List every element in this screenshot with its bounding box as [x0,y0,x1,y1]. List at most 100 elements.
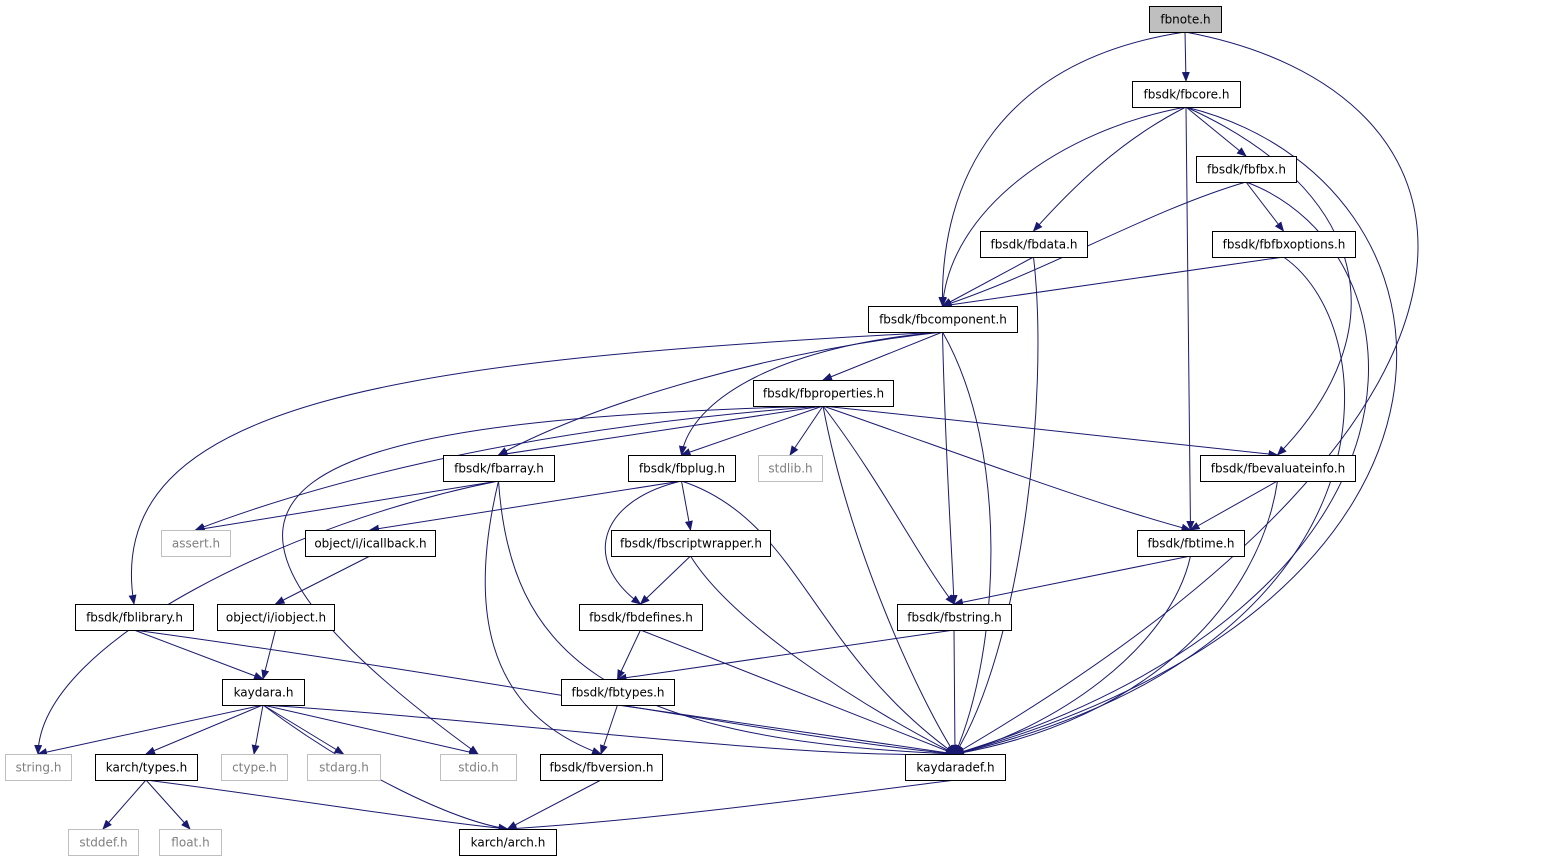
edge-fbproperties-to-stdlib [789,405,824,456]
node-fbfbxoptions[interactable]: fbsdk/fbfbxoptions.h [1212,231,1356,258]
edge-fbversion-to-karcharch [506,779,602,830]
node-label: karch/arch.h [471,836,546,850]
edge-fbproperties-to-fbevaluateinfo [822,405,1279,459]
edge-fbnote-to-kaydaradef [954,31,1419,755]
node-fbtime[interactable]: fbsdk/fbtime.h [1137,530,1245,557]
node-box [980,231,1088,258]
edge-fbcomponent-to-fbplug [678,331,943,456]
node-box [1137,530,1245,557]
node-fbversion[interactable]: fbsdk/fbversion.h [540,754,663,781]
node-fbdata[interactable]: fbsdk/fbdata.h [980,231,1088,258]
edge-fbcomponent-to-fblibrary [128,331,943,605]
node-label: object/i/icallback.h [314,537,426,551]
node-karchtypes[interactable]: karch/types.h [95,754,198,781]
edge-fbdata-to-fbcomponent [941,256,1034,307]
edge-fbcore-to-fbfbx [1185,106,1247,157]
edge-kaydaradef-to-karcharch [506,779,956,833]
node-label: kaydaradef.h [916,761,994,775]
node-stdlib: stdlib.h [758,455,823,482]
node-fbcomponent[interactable]: fbsdk/fbcomponent.h [868,306,1018,333]
edge-fbevaluateinfo-to-kaydaradef [954,480,1278,757]
node-stdio: stdio.h [440,754,517,781]
edge-fbplug-to-fbdefines [604,480,682,605]
node-float: float.h [159,829,222,856]
edge-fbtypes-to-kaydaradef [617,704,956,757]
edge-kaydara-to-kaydaradef [262,704,956,759]
node-kaydara[interactable]: kaydara.h [222,679,305,706]
edge-fbproperties-to-fbplug [680,405,824,456]
node-box [1132,81,1241,108]
node-label: assert.h [172,537,220,551]
node-fbscriptwrapper[interactable]: fbsdk/fbscriptwrapper.h [611,530,771,557]
edge-fbplug-to-fbscriptwrapper [681,480,693,531]
edge-kaydara-to-karcharch [262,704,509,832]
node-label: fbsdk/fbfbx.h [1207,163,1286,177]
edge-fbproperties-to-kaydaradef [822,405,956,755]
node-fbproperties[interactable]: fbsdk/fbproperties.h [753,380,894,407]
node-box [217,604,335,631]
node-box [443,455,555,482]
node-fbnote[interactable]: fbnote.h [1149,6,1222,33]
edge-iobject-to-kaydara [261,629,276,680]
node-label: stdlib.h [768,462,812,476]
node-label: fbsdk/fbcore.h [1144,88,1230,102]
node-fbfbx[interactable]: fbsdk/fbfbx.h [1196,156,1297,183]
node-fbcore[interactable]: fbsdk/fbcore.h [1132,81,1241,108]
node-label: stdarg.h [319,761,369,775]
node-box [459,829,557,856]
node-kaydaradef[interactable]: kaydaradef.h [905,754,1006,781]
edge-fbstring-to-kaydaradef [950,629,959,755]
node-label: fbsdk/fbtypes.h [571,686,664,700]
node-label: ctype.h [232,761,277,775]
edge-fbcomponent-to-fbarray [497,331,943,456]
node-box [561,679,675,706]
node-box [75,604,194,631]
node-label: fbsdk/fbevaluateinfo.h [1211,462,1345,476]
node-fbarray[interactable]: fbsdk/fbarray.h [443,455,555,482]
node-fblibrary[interactable]: fbsdk/fblibrary.h [75,604,194,631]
edge-fbnote-to-fbcomponent [938,31,1186,307]
node-label: fbsdk/fbstring.h [907,611,1001,625]
node-box [5,754,72,781]
edge-fbproperties-to-fbarray [497,405,824,458]
node-fbevaluateinfo[interactable]: fbsdk/fbevaluateinfo.h [1200,455,1356,482]
node-label: string.h [16,761,62,775]
edge-fbproperties-to-fbtime [822,405,1192,532]
node-label: fbsdk/fbplug.h [639,462,725,476]
edge-fbproperties-to-assert [194,405,824,531]
edge-fbfbxoptions-to-fbcomponent [941,256,1284,309]
edge-fbcore-to-fbdata [1032,106,1187,232]
edge-fbarray-to-string [34,480,499,755]
node-fbdefines[interactable]: fbsdk/fbdefines.h [579,604,703,631]
edge-fbnote-to-fbcore [1181,31,1190,82]
edge-icallback-to-iobject [274,555,371,605]
edge-fbcore-to-fbcomponent [939,106,1187,307]
node-box [897,604,1012,631]
node-fbstring[interactable]: fbsdk/fbstring.h [897,604,1012,631]
node-box [440,754,517,781]
node-karcharch[interactable]: karch/arch.h [459,829,557,856]
node-box [161,530,231,557]
node-label: stdio.h [458,761,498,775]
nodes-layer: fbnote.h fbsdk/fbcore.h fbsdk/fbfbx.h fbsdk… [5,6,1356,856]
node-label: fbsdk/fblibrary.h [86,611,183,625]
node-box [1196,156,1297,183]
node-box [611,530,771,557]
node-fbtypes[interactable]: fbsdk/fbtypes.h [561,679,675,706]
node-box [1149,6,1222,33]
node-box [95,754,198,781]
node-ctype: ctype.h [221,754,288,781]
edge-fbfbx-to-kaydaradef [954,181,1369,756]
edge-fbcomponent-to-kaydaradef [942,331,992,755]
node-label: karch/types.h [106,761,188,775]
node-label: fbsdk/fbfbxoptions.h [1223,238,1346,252]
node-box [540,754,663,781]
node-icallback[interactable]: object/i/icallback.h [305,530,436,557]
edge-fbtime-to-kaydaradef [954,555,1191,756]
node-fbplug[interactable]: fbsdk/fbplug.h [628,455,736,482]
node-box [1200,455,1356,482]
edge-kaydara-to-stdio [262,704,479,756]
node-label: fbsdk/fbscriptwrapper.h [620,537,762,551]
node-box [222,679,305,706]
node-iobject[interactable]: object/i/iobject.h [217,604,335,631]
